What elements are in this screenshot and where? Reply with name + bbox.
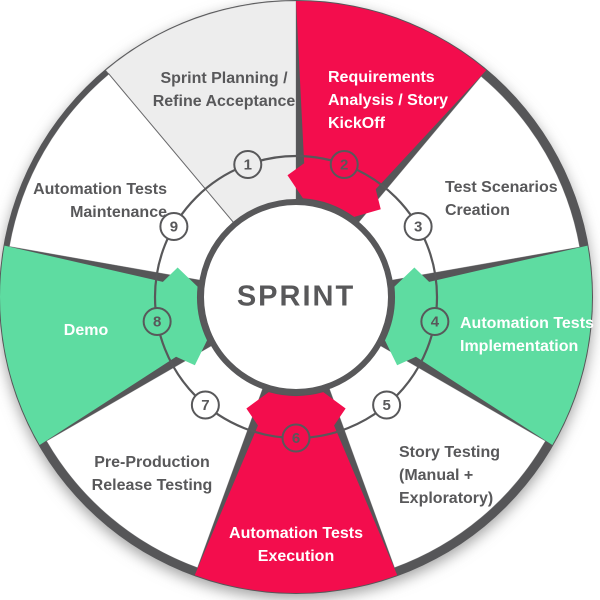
label-line: (Manual + <box>399 467 474 484</box>
label-line: Refine Acceptance <box>152 93 296 110</box>
label-line: Requirements <box>328 69 435 86</box>
label-line: Automation Tests <box>229 525 363 542</box>
label-line: Test Scenarios <box>445 179 558 196</box>
number-text-4: 4 <box>431 314 440 331</box>
segment-label-requirements-analysis: Requirements Analysis / Story KickOff <box>328 66 448 135</box>
number-text-2: 2 <box>340 157 348 174</box>
number-circle-5 <box>372 390 402 420</box>
label-line: Exploratory) <box>399 490 494 507</box>
number-circle-4 <box>420 306 450 336</box>
label-line: Analysis / Story <box>328 92 449 109</box>
label-line: Maintenance <box>70 204 167 221</box>
number-circle-3 <box>403 212 433 241</box>
label-line: Execution <box>257 548 335 565</box>
label-line: Story Testing <box>399 444 501 461</box>
number-text-9: 9 <box>170 219 178 236</box>
segment-label-demo: Demo <box>64 319 108 342</box>
label-line: Automation Tests <box>460 315 594 332</box>
number-circle-2 <box>329 150 359 179</box>
number-text-8: 8 <box>153 314 161 331</box>
number-circle-7 <box>190 390 220 420</box>
segment-label-test-scenarios: Test Scenarios Creation <box>445 176 558 222</box>
number-circle-6 <box>281 423 311 453</box>
label-line: Release Testing <box>91 477 213 494</box>
number-text-1: 1 <box>244 157 252 174</box>
segment-label-story-testing: Story Testing (Manual + Exploratory) <box>399 441 500 510</box>
number-circle-1 <box>233 150 263 179</box>
segment-label-automation-execution: Automation Tests Execution <box>229 522 363 568</box>
number-text-3: 3 <box>414 219 422 236</box>
label-line: Automation Tests <box>33 181 167 198</box>
number-circle-9 <box>159 212 189 241</box>
number-text-5: 5 <box>382 397 390 414</box>
label-line: Creation <box>445 202 510 219</box>
label-line: KickOff <box>328 115 385 132</box>
sprint-center-title: SPRINT <box>236 280 356 313</box>
segment-label-automation-maintenance: Automation Tests Maintenance <box>33 178 167 224</box>
segment-arrow-6 <box>194 392 398 594</box>
divider-line-9-1 <box>107 72 236 225</box>
segment-label-preproduction-testing: Pre-Production Release Testing <box>92 451 213 497</box>
label-line: Sprint Planning / <box>160 70 288 87</box>
label-line: Pre-Production <box>94 454 210 471</box>
number-text-7: 7 <box>201 397 209 414</box>
center-circle <box>198 199 394 395</box>
number-circle-8 <box>142 306 172 336</box>
label-line: Implementation <box>460 338 579 355</box>
segment-label-automation-implementation: Automation Tests Implementation <box>460 312 594 358</box>
label-line: Demo <box>63 322 109 339</box>
number-text-6: 6 <box>292 430 300 447</box>
segment-label-sprint-planning: Sprint Planning / Refine Acceptance <box>153 67 296 113</box>
